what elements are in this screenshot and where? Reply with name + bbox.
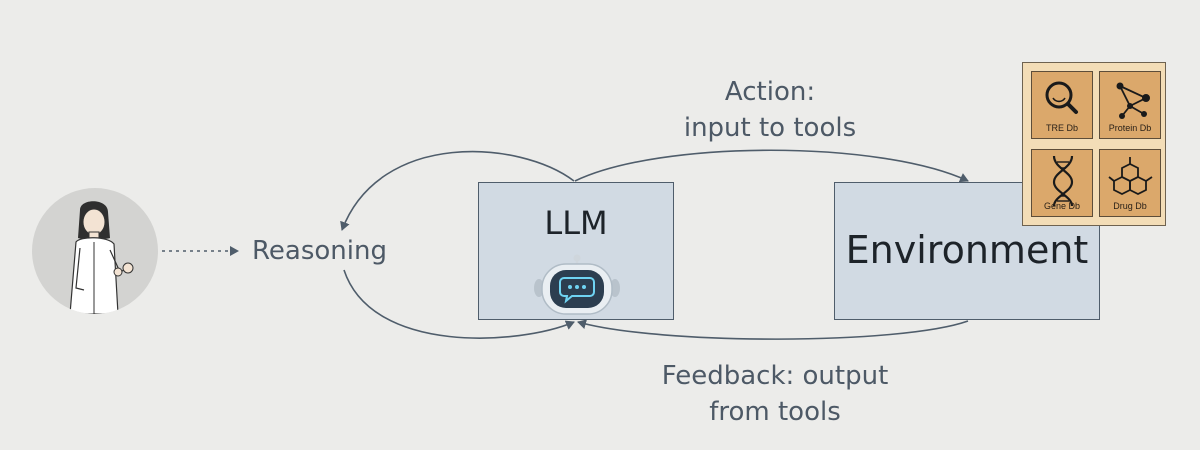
tool-label-protein-db: Protein Db bbox=[1108, 123, 1152, 133]
reasoning-loop-bottom bbox=[343, 269, 575, 339]
action-arrow bbox=[574, 149, 969, 183]
tool-drug-db: Drug Db bbox=[1099, 149, 1161, 217]
tools-panel: TRE Db Protein Db bbox=[1022, 62, 1166, 226]
reasoning-label: Reasoning bbox=[252, 236, 387, 266]
action-label-line2: input to tools bbox=[683, 113, 857, 143]
action-label: Action: input to tools bbox=[620, 74, 920, 146]
action-label-line1: Action: bbox=[724, 77, 816, 107]
feedback-label-line1: Feedback: output bbox=[661, 361, 889, 391]
magnifier-icon bbox=[1045, 81, 1078, 114]
scientist-icon bbox=[69, 201, 134, 314]
llm-label: LLM bbox=[544, 204, 608, 242]
chemical-structure-icon bbox=[1108, 157, 1153, 196]
molecule-network-icon bbox=[1116, 82, 1150, 119]
feedback-label-line2: from tools bbox=[709, 397, 841, 427]
tool-tre-db: TRE Db bbox=[1031, 71, 1093, 139]
tool-protein-db: Protein Db bbox=[1099, 71, 1161, 139]
dna-icon bbox=[1052, 155, 1074, 207]
tool-label-drug-db: Drug Db bbox=[1113, 201, 1147, 211]
robot-chat-icon bbox=[534, 254, 620, 315]
feedback-label: Feedback: output from tools bbox=[640, 358, 910, 430]
feedback-arrow bbox=[577, 319, 969, 340]
tool-label-gene-db: Gene Db bbox=[1043, 201, 1081, 211]
environment-label: Environment bbox=[845, 228, 1089, 272]
reasoning-loop-top bbox=[340, 150, 575, 231]
tool-gene-db: Gene Db bbox=[1031, 149, 1093, 217]
tool-label-tre-db: TRE Db bbox=[1045, 123, 1078, 133]
scientist-avatar bbox=[32, 188, 158, 314]
